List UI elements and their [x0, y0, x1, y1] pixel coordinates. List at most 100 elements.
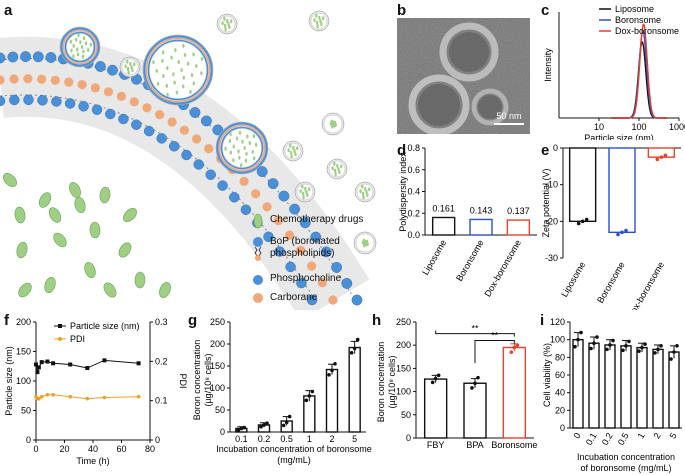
membrane-sphere	[262, 202, 272, 212]
vesicle-drug	[253, 156, 256, 161]
vesicle-layer	[60, 27, 100, 67]
data-point	[659, 155, 664, 159]
data-point	[608, 343, 612, 347]
drug-particle	[53, 232, 67, 248]
vesicle-drug	[226, 18, 229, 23]
membrane-sphere	[229, 192, 240, 203]
membrane-sphere	[131, 119, 142, 130]
data-point	[352, 346, 357, 351]
membrane-sphere	[0, 95, 6, 107]
membrane-sphere	[341, 277, 353, 289]
membrane-sphere	[328, 295, 338, 305]
vesicle-drug	[129, 61, 132, 66]
vesicle-drug	[240, 163, 243, 168]
data-point	[476, 375, 480, 380]
data-point	[39, 394, 44, 399]
vesicle-drug	[251, 149, 254, 154]
drug-icon	[253, 213, 263, 229]
membrane-sphere	[351, 294, 363, 306]
vesicle-drug	[166, 92, 169, 97]
membrane-sphere	[307, 261, 317, 271]
legend-marker	[58, 337, 62, 341]
y-tick-label: 250	[396, 317, 411, 327]
y-tick-label: 0	[155, 435, 160, 445]
panel-letter-d: d	[397, 142, 407, 159]
vesicle-drug	[319, 19, 322, 23]
data-point	[433, 376, 438, 381]
vesicle-drug	[174, 48, 177, 53]
vesicle-drug	[368, 187, 371, 192]
membrane-sphere	[118, 113, 129, 125]
vesicle-drug	[254, 142, 258, 147]
vesicle-drug	[241, 139, 244, 144]
vesicle-drug	[131, 68, 134, 73]
vesicle-layer	[62, 29, 98, 65]
y-tick-label: -30	[545, 253, 558, 263]
vesicle-drug	[301, 184, 304, 189]
vesicle-drug	[133, 62, 136, 67]
x-tick-label: 1	[307, 434, 312, 444]
y-axis-label: Cell viability (%)	[542, 343, 552, 407]
data-point	[624, 228, 628, 233]
vesicle-drug	[252, 134, 256, 139]
vesicle-drug	[364, 186, 367, 191]
membrane-sphere	[263, 231, 274, 243]
vesicle-drug	[237, 149, 240, 154]
vesicle-drug	[182, 75, 185, 80]
y-tick-label: -10	[545, 180, 558, 190]
y-axis-label-line: Cell viability (%)	[542, 343, 552, 407]
vesicle-drug	[227, 22, 230, 26]
data-point	[509, 350, 514, 354]
y-tick-label: 0.6	[407, 165, 420, 175]
vesicle-drug	[305, 190, 308, 194]
membrane-sphere	[90, 83, 100, 93]
data-point	[656, 347, 660, 352]
drug-particle	[44, 276, 56, 294]
data-point	[34, 362, 38, 367]
vesicle-drug	[238, 155, 241, 160]
membrane-sphere	[107, 64, 118, 76]
membrane-sphere	[181, 149, 192, 161]
vesicle-drug	[365, 190, 368, 194]
vesicle-drug	[161, 58, 164, 63]
vesicle-drug	[290, 154, 293, 159]
data-point	[35, 370, 40, 375]
data-point	[349, 351, 354, 355]
membrane-sphere	[45, 52, 57, 63]
vesicle-drug	[186, 61, 190, 66]
data-point	[512, 345, 517, 350]
vesicle-drug	[330, 119, 333, 124]
vesicle-drug	[362, 195, 365, 200]
vesicle-core	[310, 12, 328, 30]
membrane-sphere	[317, 278, 327, 288]
vesicle-drug	[232, 144, 235, 149]
vesicle-drug	[124, 64, 127, 69]
vesicle-drug	[166, 66, 169, 71]
data-point	[611, 338, 615, 343]
y-axis-label: Polydispersity index	[398, 152, 408, 232]
drug-particle	[89, 221, 101, 239]
x-tick-label: 0.2	[600, 431, 615, 447]
vesicle-drug	[306, 193, 309, 198]
vesicle-drug	[162, 50, 165, 55]
data-point	[655, 157, 660, 162]
data-point	[470, 386, 474, 390]
drug-particle	[3, 173, 17, 187]
y-tick-label: 150	[396, 363, 411, 373]
vesicle-drug	[287, 148, 290, 153]
x-axis-label: Time (h)	[76, 456, 109, 466]
vesicle-drug	[331, 124, 334, 129]
x-tick-label: 1	[636, 431, 647, 440]
drug-particle	[14, 206, 26, 224]
data-point	[68, 362, 73, 367]
x-axis-label: Incubation concentration of boronsome	[216, 444, 372, 454]
data-point	[643, 342, 647, 346]
vesicle-drug	[366, 242, 369, 246]
chart-c: 101001000Particle size (nm)IntensityLipo…	[543, 4, 685, 140]
bar	[325, 368, 339, 433]
vesicle-drug	[223, 23, 227, 28]
data-point	[85, 366, 90, 371]
vesicle-drug	[81, 54, 85, 59]
vesicle-drug	[183, 53, 187, 57]
